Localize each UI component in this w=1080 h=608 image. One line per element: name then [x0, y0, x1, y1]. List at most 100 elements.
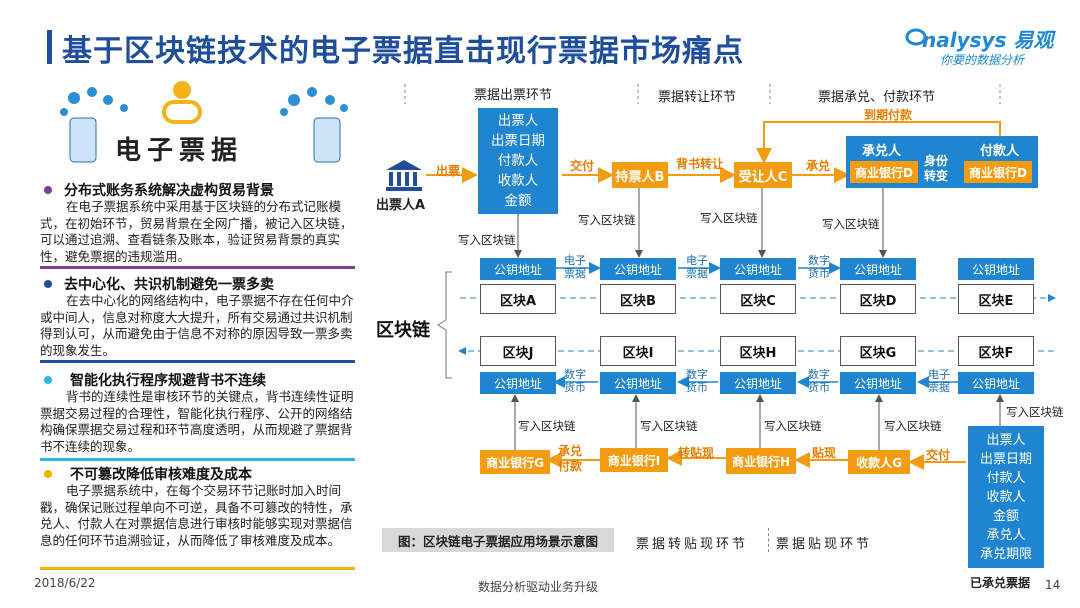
- link-digital-1: 数字货币: [808, 254, 830, 280]
- block-g: 区块G: [840, 336, 916, 366]
- section-4-divider: [40, 567, 355, 570]
- block-c: 区块C: [720, 284, 796, 314]
- hero-title: 电子票据: [115, 136, 244, 166]
- link-ebill-2: 电子票据: [686, 254, 708, 280]
- bank-building-icon: [384, 158, 424, 196]
- bank-d-acceptor: 商业银行D: [850, 161, 918, 183]
- block-e: 区块E: [958, 284, 1034, 314]
- acceptor-label: 承兑人: [862, 144, 902, 159]
- bank-d-payer: 商业银行D: [964, 161, 1032, 183]
- key-addr-i: 公钥地址: [600, 372, 676, 394]
- bank-i-node: 商业银行I: [600, 448, 668, 472]
- brand-logo: [905, 26, 927, 50]
- accepted-info-1: 出票日期: [979, 451, 1032, 467]
- accepted-info-5: 承兑人: [986, 527, 1026, 543]
- block-a: 区块A: [480, 284, 556, 314]
- key-addr-h: 公钥地址: [720, 372, 796, 394]
- flow-due-pay-label: 到期付款: [864, 108, 913, 122]
- issue-info-box: 出票人 出票日期 付款人 收款人 金额: [478, 108, 558, 214]
- section-3-heading: 智能化执行程序规避背书不连续: [70, 373, 266, 389]
- section-2-body: 在去中心化的网络结构中，电子票据不存在任何中介或中间人，信息对称度大大提升，所有…: [40, 293, 354, 358]
- write-chain-top-d: 写入区块链: [822, 217, 880, 231]
- bottom-stage-discount: 票据贴现环节: [776, 537, 873, 552]
- holder-b-node: 持票人B: [612, 162, 668, 188]
- flow-deliver-label: 交付: [570, 159, 595, 173]
- stage-accept-pay: 票据承兑、付款环节: [818, 90, 936, 105]
- bottom-stage-divider: [768, 528, 769, 552]
- flow-accept-pay-label: 承兑付款: [558, 444, 583, 473]
- accepted-info-2: 付款人: [986, 470, 1026, 486]
- section-3-body: 背书的连续性是审核环节的关键点，背书连续性证明票据交易过程的合理性，智能化执行程…: [40, 389, 354, 454]
- footer-slogan: 数据分析驱动业务升级: [478, 580, 599, 594]
- key-addr-a: 公钥地址: [480, 258, 556, 280]
- page-title: 基于区块链技术的电子票据直击现行票据市场痛点: [62, 34, 744, 69]
- block-d: 区块D: [840, 284, 916, 314]
- flow-issue-label: 出票: [436, 164, 461, 178]
- issue-info-0: 出票人: [497, 113, 539, 129]
- issue-info-2: 付款人: [497, 153, 539, 169]
- write-chain-bottom-payee: 写入区块链: [884, 419, 942, 433]
- accepted-bill-label: 已承兑票据: [970, 576, 1031, 590]
- section-4-heading: 不可篡改降低审核难度及成本: [70, 467, 252, 483]
- accepted-info-3: 收款人: [986, 489, 1026, 505]
- link-ebill-3: 电子票据: [928, 368, 950, 394]
- block-b: 区块B: [600, 284, 676, 314]
- key-addr-c: 公钥地址: [720, 258, 796, 280]
- link-ebill-1: 电子票据: [564, 254, 586, 280]
- accepted-info-4: 金额: [992, 508, 1019, 524]
- write-chain-top-c: 写入区块链: [700, 211, 758, 225]
- title-accent-bar: [47, 30, 52, 64]
- flow-accept-label: 承兑: [806, 159, 831, 173]
- accepted-bill-box: 出票人 出票日期 付款人 收款人 金额 承兑人 承兑期限: [968, 426, 1044, 568]
- write-chain-bottom-i: 写入区块链: [640, 419, 698, 433]
- write-chain-bottom-g: 写入区块链: [518, 419, 576, 433]
- key-addr-g: 公钥地址: [840, 372, 916, 394]
- stage-issue: 票据出票环节: [474, 88, 553, 103]
- block-i: 区块I: [600, 336, 676, 366]
- section-4-body: 电子票据系统中，在每个交易环节记账时加入时间戳，确保记账过程单向不可逆，具备不可…: [40, 483, 353, 548]
- block-h: 区块H: [720, 336, 796, 366]
- accepted-info-6: 承兑期限: [979, 546, 1032, 562]
- section-3-divider: [40, 458, 355, 461]
- write-chain-bottom-f: 写入区块链: [1006, 405, 1064, 419]
- diagram-caption: 图：区块链电子票据应用场景示意图: [382, 528, 614, 552]
- section-1-body: 在电子票据系统中采用基于区块链的分布式记账模式，在初始环节，贸易背景在全网广播，…: [40, 199, 353, 264]
- key-addr-j: 公钥地址: [480, 372, 556, 394]
- section-1-heading: 分布式账务系统解决虚构贸易背景: [64, 183, 274, 199]
- link-digital-2: 数字货币: [564, 368, 586, 394]
- flow-endorse-label: 背书转让: [676, 157, 725, 171]
- flow-deliver-bottom-label: 交付: [926, 448, 951, 462]
- analysys-logo-icon: [905, 28, 927, 46]
- link-digital-4: 数字货币: [808, 368, 830, 394]
- link-digital-3: 数字货币: [686, 368, 708, 394]
- footer-date: 2018/6/22: [34, 576, 96, 590]
- issuer-label: 出票人A: [376, 198, 426, 213]
- section-2-heading: 去中心化、共识机制避免一票多卖: [64, 277, 274, 293]
- section-3-bullet: [44, 376, 52, 384]
- flow-rediscount-label: 转贴现: [678, 446, 715, 460]
- payer-label: 付款人: [980, 144, 1020, 159]
- key-addr-e: 公钥地址: [958, 258, 1034, 280]
- blockchain-label: 区块链: [376, 320, 430, 341]
- write-chain-top-a: 写入区块链: [458, 233, 516, 247]
- footer-page-number: 14: [1045, 578, 1061, 592]
- brand-tagline: 你要的数据分析: [940, 53, 1025, 67]
- payee-g-node: 收款人G: [848, 450, 910, 474]
- section-4-bullet: [44, 470, 52, 478]
- key-addr-b: 公钥地址: [600, 258, 676, 280]
- bank-h-node: 商业银行H: [726, 448, 796, 474]
- section-1-divider: [40, 266, 355, 269]
- accepted-info-0: 出票人: [986, 432, 1026, 448]
- block-j: 区块J: [480, 336, 556, 366]
- section-2-bullet: [44, 280, 52, 288]
- bottom-stage-rediscount: 票据转贴现环节: [636, 537, 749, 552]
- stage-transfer: 票据转让环节: [658, 90, 737, 105]
- issue-info-3: 收款人: [497, 173, 539, 189]
- ebill-illustration-icon: [60, 81, 348, 163]
- key-addr-f: 公钥地址: [958, 372, 1034, 394]
- block-f: 区块F: [958, 336, 1034, 366]
- key-addr-d: 公钥地址: [840, 258, 916, 280]
- flow-discount-label: 贴现: [812, 446, 837, 460]
- bank-g-node: 商业银行G: [480, 450, 550, 474]
